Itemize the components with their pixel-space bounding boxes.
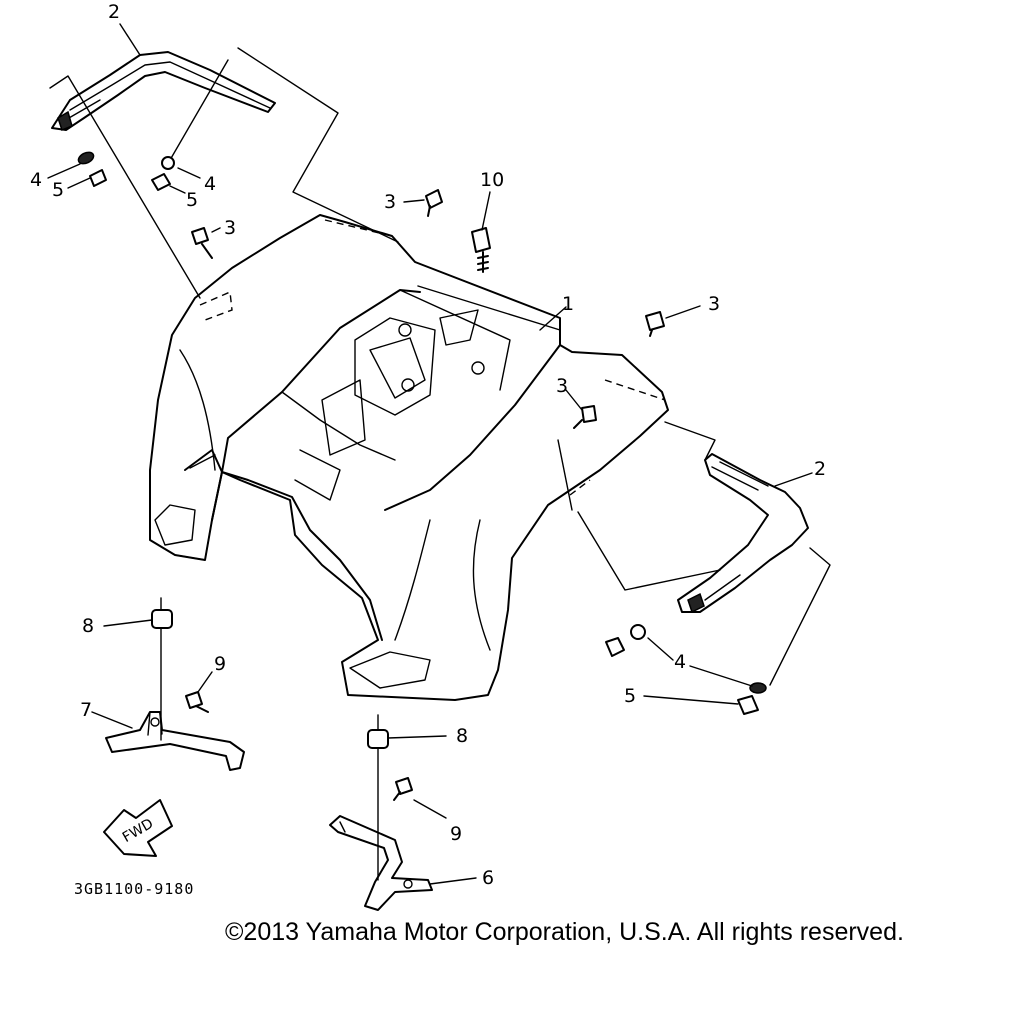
bracket-7 — [105, 711, 245, 771]
callout-5-left: 5 — [52, 179, 64, 201]
callout-labels: 2 4 5 4 5 3 3 10 1 3 3 2 8 9 7 8 9 6 4 5 — [30, 1, 826, 889]
callout-5-mid: 5 — [186, 189, 198, 211]
callout-3-inner: 3 — [556, 375, 568, 397]
callout-9-left: 9 — [214, 653, 226, 675]
callout-3-left: 3 — [224, 217, 236, 239]
part-code: 3GB1100-9180 — [74, 880, 195, 898]
nuts-washers — [77, 151, 767, 749]
callout-10: 10 — [480, 169, 504, 191]
callout-8-left: 8 — [82, 615, 94, 637]
fwd-arrow-icon: FWD — [103, 799, 173, 857]
callout-7: 7 — [80, 699, 92, 721]
mud-flap-right — [677, 453, 809, 614]
callout-2-right: 2 — [814, 458, 826, 480]
callout-4-left: 4 — [30, 169, 42, 191]
callout-6: 6 — [482, 867, 494, 889]
callout-5-right: 5 — [624, 685, 636, 707]
stay-6 — [329, 815, 433, 911]
callout-4-mid: 4 — [204, 173, 216, 195]
copyright-notice: ©2013 Yamaha Motor Corporation, U.S.A. A… — [225, 918, 904, 946]
callout-3-right: 3 — [708, 293, 720, 315]
bolts — [185, 189, 665, 801]
mud-flap-left — [51, 51, 276, 131]
callout-2-top: 2 — [108, 1, 120, 23]
callout-8-bottom: 8 — [456, 725, 468, 747]
callout-4-right: 4 — [674, 651, 686, 673]
callout-9-bottom: 9 — [450, 823, 462, 845]
callout-1: 1 — [562, 293, 574, 315]
leader-lines — [47, 23, 813, 885]
callout-3-top: 3 — [384, 191, 396, 213]
rear-fender — [149, 214, 669, 701]
